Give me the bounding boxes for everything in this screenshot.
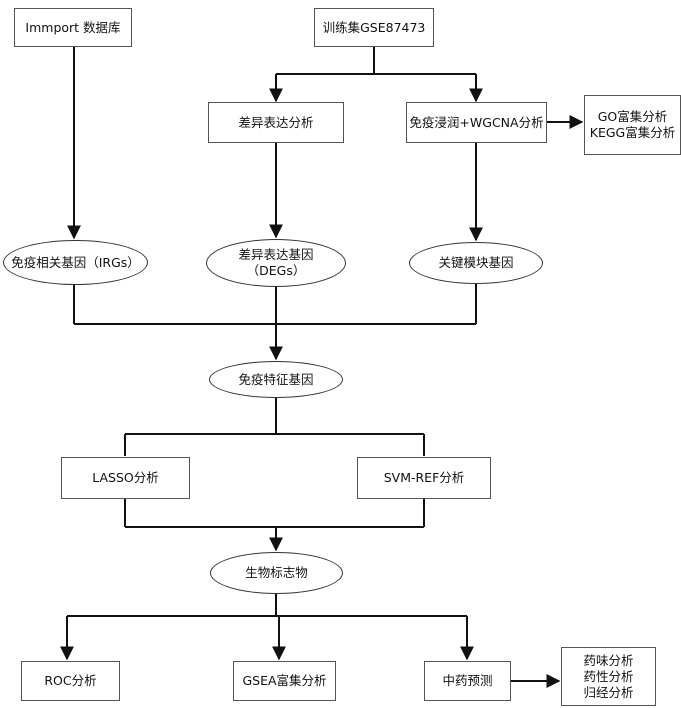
roc-analysis-label: ROC分析 [44, 673, 97, 688]
enrichment-analysis-box: GO富集分析 KEGG富集分析 [584, 95, 681, 155]
drug-properties-box: 药味分析 药性分析 归经分析 [561, 647, 656, 706]
immune-feature-genes-label: 免疫特征基因 [238, 371, 314, 387]
gsea-enrichment-box: GSEA富集分析 [233, 661, 336, 701]
lasso-analysis-box: LASSO分析 [61, 457, 190, 499]
immune-feature-genes-ellipse: 免疫特征基因 [209, 361, 343, 398]
immune-wgcna-analysis-label: 免疫浸润+WGCNA分析 [409, 114, 544, 130]
drug-nature-label: 药性分析 [583, 668, 634, 684]
immune-wgcna-analysis-box: 免疫浸润+WGCNA分析 [406, 102, 547, 143]
roc-analysis-box: ROC分析 [21, 661, 120, 701]
svm-ref-analysis-box: SVM-REF分析 [357, 457, 491, 499]
drug-taste-label: 药味分析 [583, 652, 634, 668]
immport-database-box: Immport 数据库 [14, 8, 132, 47]
degs-ellipse: 差异表达基因 （DEGs） [206, 239, 346, 287]
diff-expression-analysis-label: 差异表达分析 [238, 114, 314, 130]
key-module-genes-label: 关键模块基因 [438, 255, 514, 270]
irgs-ellipse: 免疫相关基因（IRGs） [3, 240, 148, 285]
kegg-enrichment-label: KEGG富集分析 [589, 125, 676, 140]
immport-database-label: Immport 数据库 [25, 19, 121, 35]
gsea-enrichment-label: GSEA富集分析 [242, 673, 327, 688]
degs-label-line2: （DEGs） [246, 263, 306, 278]
irgs-label: 免疫相关基因（IRGs） [11, 254, 140, 270]
training-set-label: 训练集GSE87473 [322, 19, 426, 35]
tcm-prediction-label: 中药预测 [442, 673, 493, 688]
degs-label-line1: 差异表达基因 [238, 247, 314, 262]
diff-expression-analysis-box: 差异表达分析 [208, 102, 344, 143]
svm-ref-analysis-label: SVM-REF分析 [383, 470, 465, 485]
biomarker-label: 生物标志物 [245, 565, 308, 580]
key-module-genes-ellipse: 关键模块基因 [409, 242, 543, 284]
meridian-tropism-label: 归经分析 [583, 684, 634, 700]
lasso-analysis-label: LASSO分析 [92, 470, 159, 485]
go-enrichment-label: GO富集分析 [597, 109, 668, 124]
tcm-prediction-box: 中药预测 [424, 661, 511, 701]
training-set-box: 训练集GSE87473 [314, 8, 434, 47]
biomarker-ellipse: 生物标志物 [210, 552, 343, 594]
